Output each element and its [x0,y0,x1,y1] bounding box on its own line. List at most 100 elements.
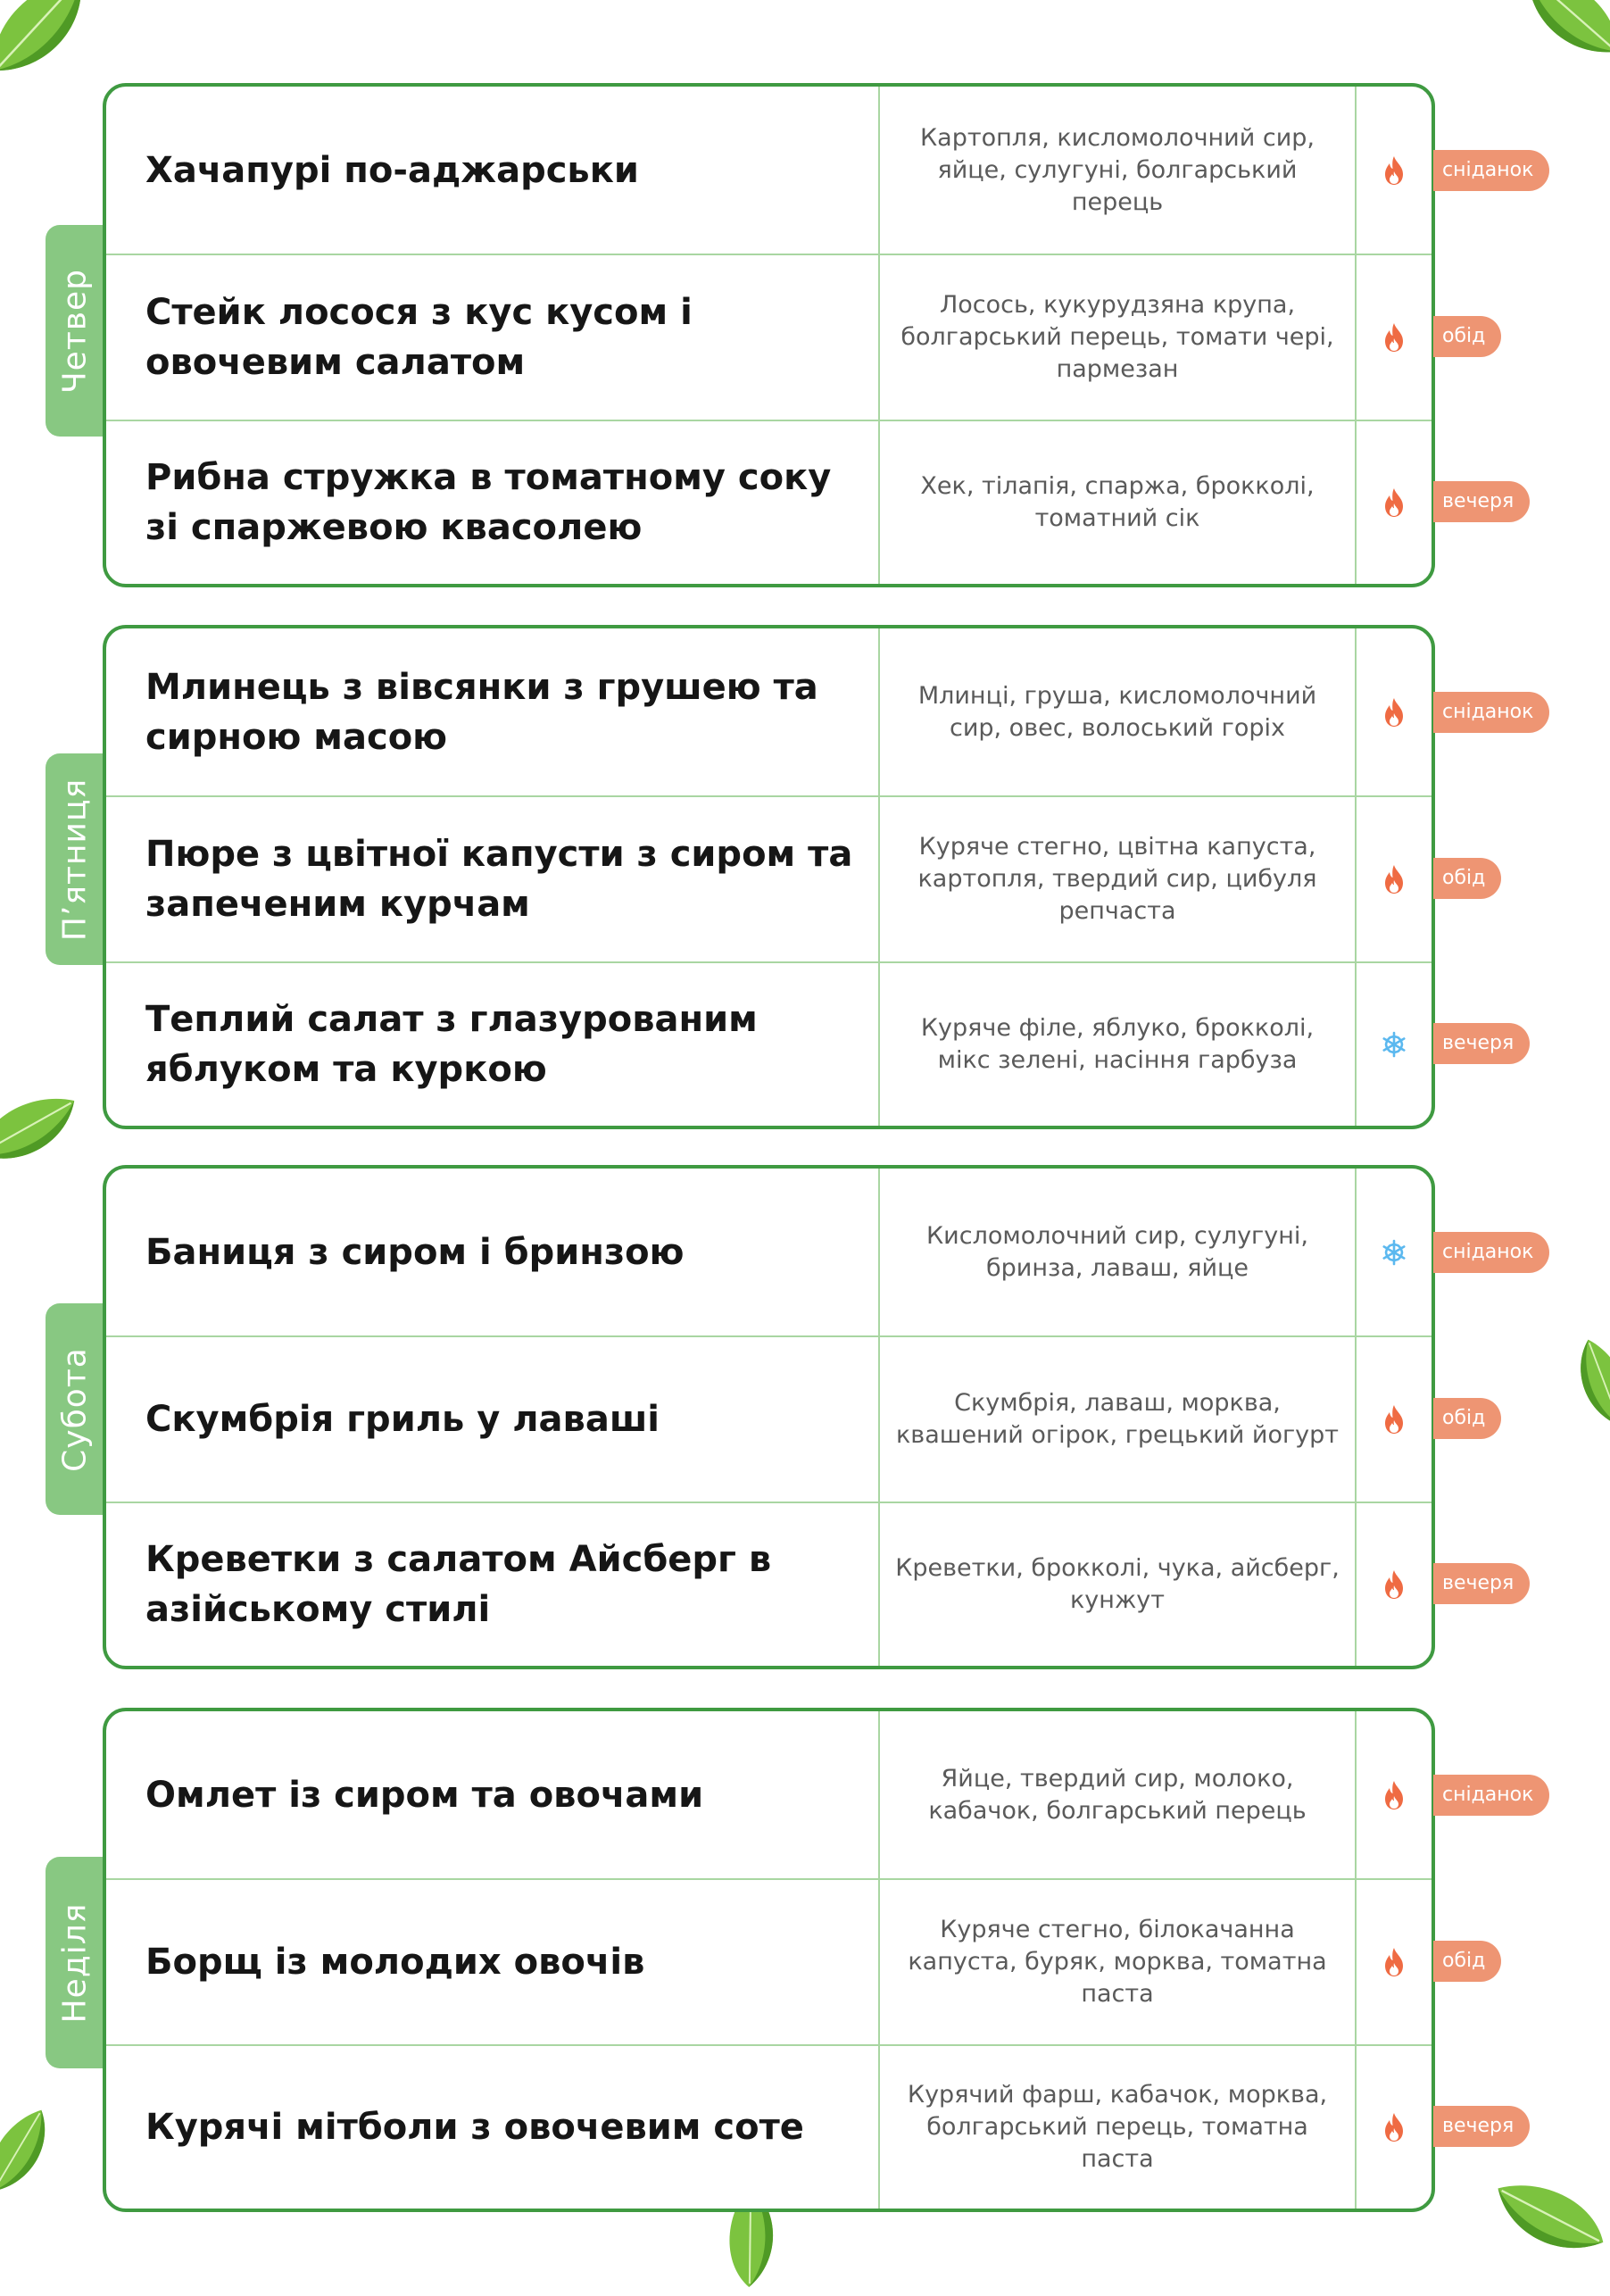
meal-type-badge: обід [1433,1398,1502,1439]
ingredients-cell: Лосось, кукурудзяна крупа, болгарський п… [880,255,1357,420]
meal-type-badge: сніданок [1433,1232,1550,1273]
ingredients-cell: Куряче стегно, цвітна капуста, картопля,… [880,797,1357,961]
dish-name: Борщ із молодих овочів [145,1942,645,1983]
dish-cell: Борщ із молодих овочів [106,1880,880,2044]
meal-type-badge: вечеря [1433,1023,1531,1064]
flame-icon [1385,2113,1403,2142]
dish-cell: Баниця з сиром і бринзою [106,1169,880,1335]
flame-icon [1385,1570,1403,1599]
meal-table: Млинець з вівсянки з грушею та сирною ма… [103,625,1435,1129]
day-label: Четвер [56,268,93,394]
meal-type-badge: вечеря [1433,2106,1531,2147]
meal-table: Хачапурі по-аджарськи Картопля, кисломоло… [103,83,1435,587]
meal-type-badge: вечеря [1433,1563,1531,1604]
ingredients-cell: Куряче філе, яблуко, брокколі, мікс зеле… [880,963,1357,1126]
meal-row: Курячі мітболи з овочевим соте Курячий фа… [106,2044,1432,2209]
ingredients-cell: Кисломолочний сир, сулугуні, бринза, лав… [880,1169,1357,1335]
serving-icon-cell [1357,87,1432,254]
serving-icon-cell [1357,1503,1432,1666]
dish-cell: Теплий салат з глазурованим яблуком та к… [106,963,880,1126]
day-label: Субота [56,1346,93,1472]
ingredients-cell: Скумбрія, лаваш, морква, квашений огірок… [880,1337,1357,1502]
meal-row: Стейк лосося з кус кусом і овочевим сала… [106,254,1432,420]
flame-icon [1385,323,1403,352]
dish-name: Млинець з вівсянки з грушею та сирною ма… [145,666,818,758]
serving-icon-cell [1357,628,1432,795]
serving-icon-cell [1357,2046,1432,2209]
meal-type-badge: обід [1433,858,1502,899]
leaf-icon [1498,0,1610,81]
flame-icon [1385,1948,1403,1976]
serving-icon-cell [1357,1711,1432,1878]
ingredients-text: Куряче стегно, білокачанна капуста, буря… [908,1916,1327,2008]
ingredients-text: Куряче філе, яблуко, брокколі, мікс зеле… [920,1014,1315,1074]
ingredients-text: Лосось, кукурудзяна крупа, болгарський п… [900,291,1334,383]
day-label: Неділя [56,1902,93,2023]
meal-table: Омлет із сиром та овочами Яйце, твердий с… [103,1708,1435,2212]
serving-icon-cell [1357,421,1432,584]
serving-icon-cell [1357,797,1432,961]
serving-icon-cell [1357,1880,1432,2044]
flame-icon [1385,865,1403,894]
meal-row: Скумбрія гриль у лаваші Скумбрія, лаваш, … [106,1335,1432,1502]
dish-cell: Омлет із сиром та овочами [106,1711,880,1878]
day-label: П’ятниця [56,778,93,941]
ingredients-text: Куряче стегно, цвітна капуста, картопля,… [917,833,1317,925]
dish-cell: Курячі мітболи з овочевим соте [106,2046,880,2209]
ingredients-text: Хек, тілапія, спаржа, брокколі, томатний… [920,472,1315,532]
leaf-icon [1552,1327,1610,1442]
flame-icon [1385,1405,1403,1434]
meal-row: Теплий салат з глазурованим яблуком та к… [106,961,1432,1126]
dish-name: Скумбрія гриль у лаваші [145,1399,660,1440]
meal-row: Рибна стружка в томатному соку зі спарже… [106,420,1432,584]
serving-icon-cell [1357,1169,1432,1335]
dish-name: Стейк лосося з кус кусом і овочевим сала… [145,292,693,383]
dish-cell: Креветки з салатом Айсберг в азійському … [106,1503,880,1666]
dish-cell: Пюре з цвітної капусти з сиром та запече… [106,797,880,961]
meal-type-badge: сніданок [1433,150,1550,191]
ingredients-text: Курячий фарш, кабачок, морква, болгарськ… [907,2081,1328,2173]
dish-cell: Млинець з вівсянки з грушею та сирною ма… [106,628,880,795]
ingredients-text: Креветки, брокколі, чука, айсберг, кунжу… [895,1554,1340,1614]
dish-cell: Стейк лосося з кус кусом і овочевим сала… [106,255,880,420]
leaf-icon [0,0,118,101]
meal-row: Креветки з салатом Айсберг в азійському … [106,1502,1432,1666]
day-tab: Субота [46,1303,104,1515]
dish-cell: Скумбрія гриль у лаваші [106,1337,880,1502]
day-tab: П’ятниця [46,753,104,965]
flame-icon [1385,697,1403,727]
dish-name: Креветки з салатом Айсберг в азійському … [145,1539,772,1630]
ingredients-cell: Яйце, твердий сир, молоко, кабачок, болг… [880,1711,1357,1878]
flame-icon [1385,488,1403,517]
meal-type-badge: обід [1433,1941,1502,1982]
ingredients-text: Яйце, твердий сир, молоко, кабачок, болг… [928,1764,1307,1825]
serving-icon-cell [1357,963,1432,1126]
flame-icon [1385,155,1403,185]
meal-row: Пюре з цвітної капусти з сиром та запече… [106,795,1432,961]
ingredients-cell: Креветки, брокколі, чука, айсберг, кунжу… [880,1503,1357,1666]
ingredients-cell: Куряче стегно, білокачанна капуста, буря… [880,1880,1357,2044]
leaf-icon [0,1078,94,1184]
snowflake-icon [1382,1031,1406,1058]
meal-row: Омлет із сиром та овочами Яйце, твердий с… [106,1711,1432,1878]
ingredients-cell: Хек, тілапія, спаржа, брокколі, томатний… [880,421,1357,584]
ingredients-text: Картопля, кисломолочний сир, яйце, сулуг… [920,123,1315,216]
ingredients-text: Скумбрія, лаваш, морква, квашений огірок… [895,1389,1340,1449]
ingredients-text: Млинці, груша, кисломолочний сир, овес, … [917,681,1317,742]
dish-name: Рибна стружка в томатному соку зі спарже… [145,457,832,548]
serving-icon-cell [1357,255,1432,420]
ingredients-cell: Млинці, груша, кисломолочний сир, овес, … [880,628,1357,795]
day-tab: Четвер [46,225,104,437]
meal-row: Млинець з вівсянки з грушею та сирною ма… [106,628,1432,795]
dish-cell: Рибна стружка в томатному соку зі спарже… [106,421,880,584]
serving-icon-cell [1357,1337,1432,1502]
dish-name: Пюре з цвітної капусти з сиром та запече… [145,834,853,925]
dish-name: Хачапурі по-аджарськи [145,149,639,191]
meal-type-badge: вечеря [1433,481,1531,522]
dish-name: Теплий салат з глазурованим яблуком та к… [145,999,758,1090]
flame-icon [1385,1780,1403,1809]
snowflake-icon [1382,1239,1406,1265]
leaf-icon [1478,2164,1610,2274]
